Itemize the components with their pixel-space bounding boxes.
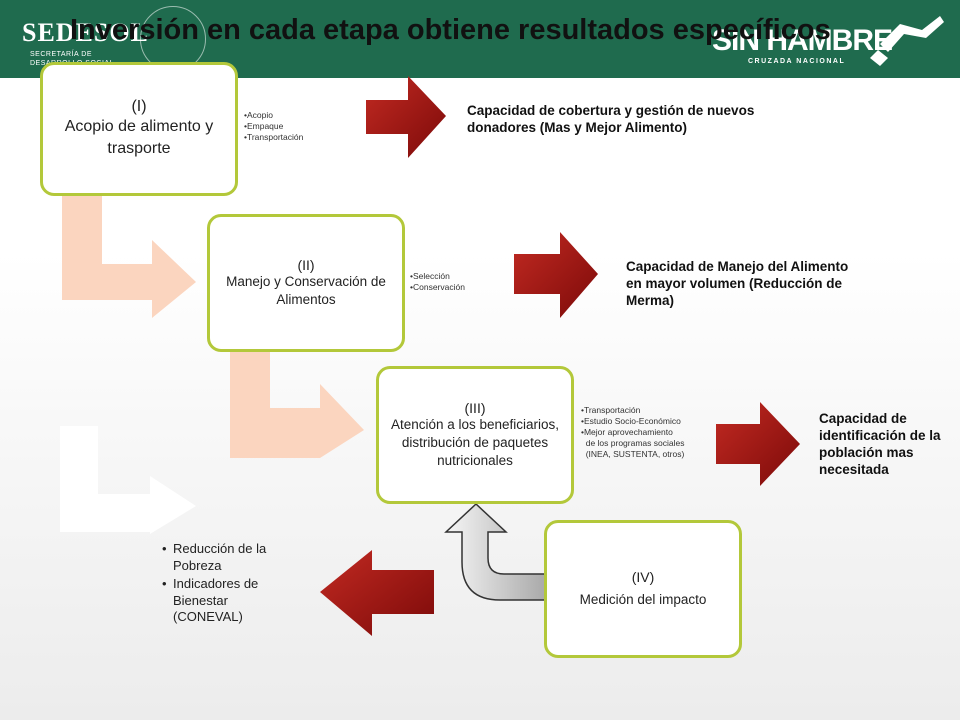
connector-elbow-1: [62, 196, 196, 318]
stage-bullets-2: •Selección •Conservación: [410, 271, 465, 292]
result-arrow-1: [366, 76, 446, 158]
sin-hambre-logo: SIN HAMBRE: [712, 24, 893, 57]
stage-result-2: Capacidad de Manejo del Alimento en mayo…: [626, 259, 849, 308]
connector-elbow-2: [230, 350, 364, 458]
result-arrow-3: [716, 402, 800, 486]
stage-result-1: Capacidad de cobertura y gestión de nuev…: [467, 103, 755, 135]
stage-number: (IV): [631, 569, 655, 585]
impact-results-list: •Reducción de la Pobreza •Indicadores de…: [162, 541, 283, 628]
connector-elbow-white: [60, 426, 196, 534]
stage-number: (III): [464, 400, 486, 416]
cruzada-nacional-label: CRUZADA NACIONAL: [748, 58, 846, 65]
stage-bullets-3: •Transportación •Estudio Socio-Económico…: [581, 405, 685, 459]
impact-arrow: [320, 550, 434, 636]
stage-box-2: (II) Manejo y Conservación de Alimentos: [207, 214, 405, 352]
result-arrow-2: [514, 232, 598, 318]
stage-bullets-1: •Acopio •Empaque •Transportación: [244, 110, 304, 142]
sedesol-logo: SEDESOL: [22, 18, 149, 47]
stage-number: (I): [131, 98, 147, 115]
stage-name: Acopio de alimento y trasporte: [64, 118, 214, 157]
stage-name: Medición del impacto: [579, 592, 707, 607]
list-item: •Indicadores de Bienestar (CONEVAL): [162, 576, 259, 624]
hand-fork-icon: [870, 16, 944, 66]
page-title: Inversión en cada etapa obtiene resultad…: [70, 14, 831, 46]
stage-name: Atención a los beneficiarios, distribuci…: [390, 417, 560, 468]
stage-box-4: (IV) Medición del impacto: [544, 520, 742, 658]
feedback-arrow: [444, 502, 547, 601]
stage-result-3: Capacidad de identificación de la poblac…: [819, 411, 941, 477]
stage-name: Manejo y Conservación de Alimentos: [226, 274, 386, 307]
stage-box-3: (III) Atención a los beneficiarios, dist…: [376, 366, 574, 504]
stage-number: (II): [297, 257, 315, 273]
stage-box-1: (I) Acopio de alimento y trasporte: [40, 62, 238, 196]
list-item: •Reducción de la Pobreza: [162, 541, 267, 573]
